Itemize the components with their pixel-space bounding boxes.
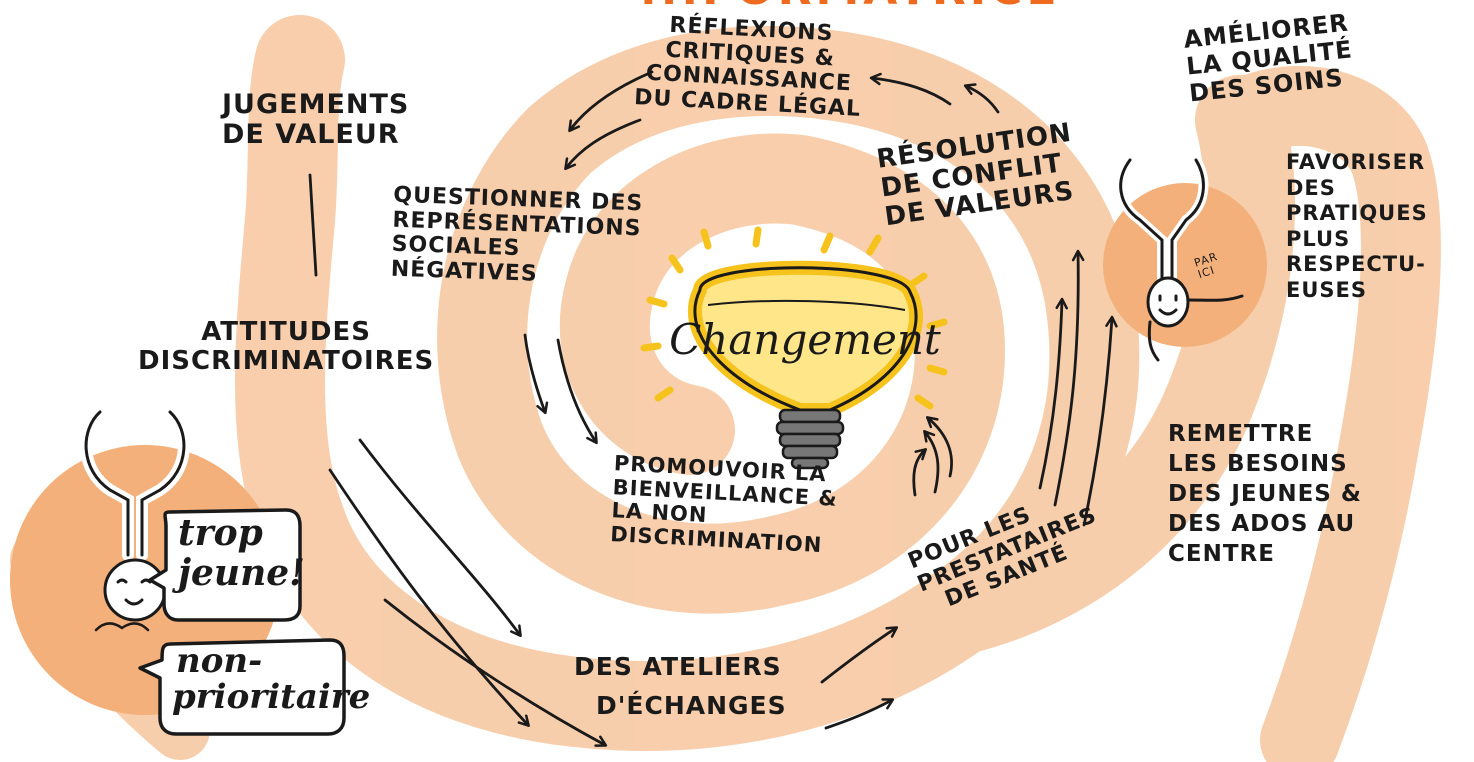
arrow-up-2 <box>1053 249 1085 507</box>
non-bubble-shape <box>138 638 346 736</box>
arrow-up-1 <box>1038 297 1068 490</box>
arrow-top-right-2 <box>963 83 1000 114</box>
arrow-diag-2 <box>328 468 530 727</box>
arrow-left-curve <box>564 118 642 171</box>
title-fragment: ...FORMATRICE <box>640 0 1061 15</box>
arrow-diag-1 <box>358 438 522 638</box>
arrow-curl-3 <box>925 416 953 478</box>
arrow-atelier-1 <box>820 626 899 684</box>
arrow-curl-2 <box>923 429 940 494</box>
right-stethoscope-character <box>1115 155 1244 362</box>
speech-bubble-non-prioritaire: non-prioritaire <box>172 641 371 717</box>
arrow-atelier-2 <box>824 698 895 730</box>
arrow-diag-3 <box>383 598 608 747</box>
arrow-top-right <box>869 72 952 106</box>
arrow-down-2 <box>556 338 598 445</box>
connector-line <box>308 173 318 277</box>
lightbulb-icon <box>640 226 948 470</box>
arrow-up-3 <box>1082 315 1118 527</box>
center-word: Changement <box>669 315 941 364</box>
flow-arrows <box>308 70 1118 747</box>
trop-bubble-shape <box>148 508 302 622</box>
arrow-down-1 <box>523 333 549 415</box>
arrow-curl-1 <box>912 448 927 497</box>
left-stethoscope-character <box>80 406 190 632</box>
arrow-top-left <box>568 70 654 133</box>
